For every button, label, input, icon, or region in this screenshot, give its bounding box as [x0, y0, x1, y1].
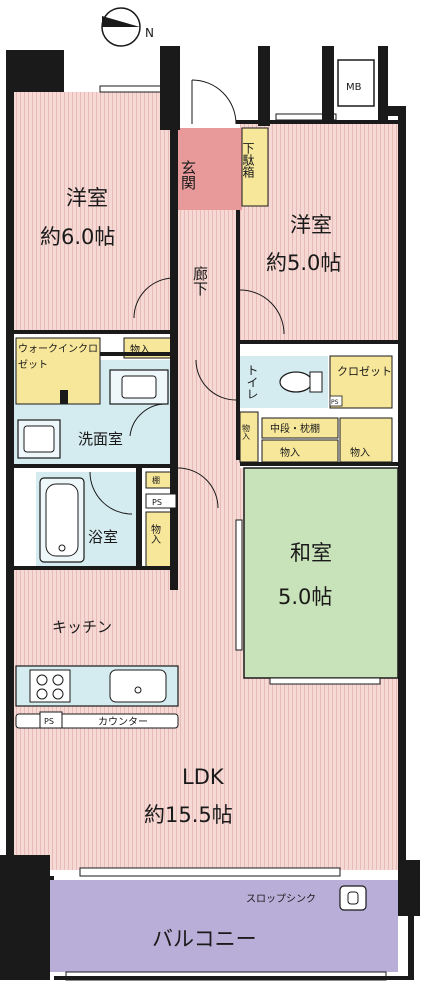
western-room-1-size: 約6.0帖: [40, 225, 115, 249]
closet-label: クロゼット: [337, 365, 392, 378]
western-2-door-icon: [239, 289, 285, 335]
bathroom-door-icon: [89, 471, 133, 515]
ldk-name: LDK: [182, 765, 225, 789]
entrance-label: 玄関: [179, 160, 197, 191]
ps-label-bath: PS: [152, 498, 162, 507]
slop-sink-label: スロップシンク: [246, 893, 316, 905]
western-room-2-name: 洋室: [290, 213, 332, 237]
window-japanese: [269, 677, 381, 685]
monoire-2-floor: [261, 439, 339, 463]
counter-label: カウンター: [98, 716, 148, 728]
western-room-2-size: 約5.0帖: [266, 251, 341, 275]
monoire-1-label: 物入: [130, 343, 150, 356]
compass-north-label: N: [145, 26, 154, 40]
ps-label-toilet: PS: [331, 399, 339, 406]
sink-icon: [109, 669, 167, 703]
stove-icon: [29, 669, 71, 703]
compass-needle-icon: [102, 16, 140, 27]
ldk-door-icon: [177, 467, 219, 509]
shoe-box-label: 下駄箱: [241, 142, 255, 178]
hallway-floor: [178, 210, 240, 468]
washroom-door-icon: [129, 403, 167, 437]
slop-sink-icon: [339, 885, 367, 911]
entrance-door-icon: [191, 79, 237, 125]
walls: [0, 46, 420, 980]
sliding-door-japanese: [235, 519, 243, 651]
toilet-bowl-icon: [279, 371, 313, 393]
japanese-room-size: 5.0帖: [278, 585, 332, 609]
toilet-door-icon: [195, 359, 237, 401]
japanese-room-floor: [243, 467, 399, 679]
hallway-label: 廊下: [191, 266, 209, 296]
mb-label: MB: [346, 82, 362, 93]
japanese-room-name: 和室: [290, 541, 332, 565]
monoire-3-label: 物入: [350, 446, 370, 459]
shoe-box-floor: [241, 127, 269, 207]
labels: 洋室 約6.0帖 洋室 約5.0帖 玄関 下駄箱 廊下 ウォークインクロゼット …: [18, 82, 392, 951]
bathroom-label: 浴室: [88, 528, 118, 546]
kitchen-label: キッチン: [52, 618, 112, 636]
ldk-size: 約15.5帖: [144, 803, 233, 827]
entrance-floor: [178, 128, 242, 210]
fixtures: [15, 59, 375, 911]
window-ldk: [79, 867, 341, 877]
doors: [89, 79, 285, 515]
balcony-label: バルコニー: [152, 927, 257, 951]
shelf-label-bath: 棚: [152, 475, 160, 485]
mid-shelf-label: 中段・枕棚: [270, 422, 320, 435]
monoire-2-label: 物入: [280, 446, 300, 459]
walk-in-closet-label: ウォークインクロゼット: [18, 344, 98, 371]
window-western-1: [99, 85, 163, 93]
monoire-4-label: 物入: [242, 423, 251, 440]
western-1-door-icon: [133, 277, 175, 319]
western-room-1-name: 洋室: [66, 186, 108, 210]
monoire-5-label: 物入: [149, 523, 161, 544]
toilet-label: トイレ: [245, 364, 259, 400]
mb-box: [337, 59, 375, 107]
compass: N: [101, 7, 154, 47]
ps-box-kitchen: [39, 711, 63, 729]
ps-label-kitchen: PS: [44, 717, 54, 726]
walk-in-closet-floor: [15, 337, 101, 405]
washroom-label: 洗面室: [78, 430, 123, 448]
mid-shelf-floor: [261, 417, 339, 439]
western-room-1-floor: [14, 92, 170, 332]
